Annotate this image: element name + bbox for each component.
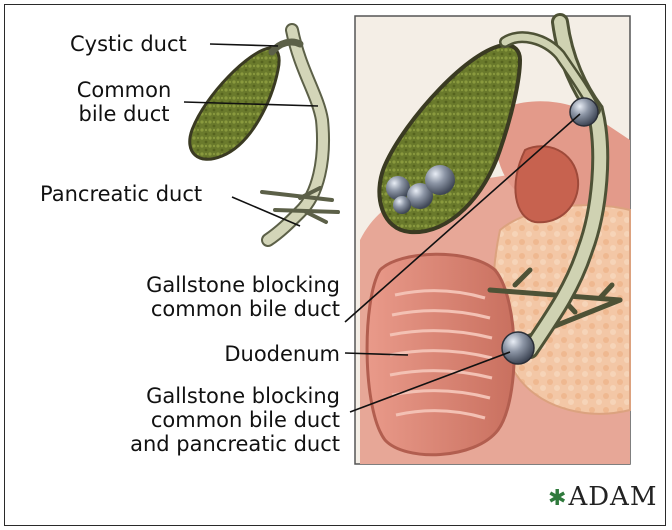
- label-gallstone-both-line2: common bile duct: [80, 408, 340, 433]
- gallstone-ampulla: [502, 332, 534, 364]
- label-gallstone-cbd-line2: common bile duct: [100, 297, 340, 322]
- label-gallstone-both-line1: Gallstone blocking: [80, 384, 340, 409]
- label-gallstone-both-line3: and pancreatic duct: [80, 432, 340, 457]
- adam-logo-mark-icon: ✱: [548, 486, 567, 511]
- adam-logo: ✱ADAM: [548, 482, 657, 512]
- label-pancreatic-duct: Pancreatic duct: [40, 182, 202, 207]
- label-common-bile-duct-line1: Common: [64, 78, 184, 103]
- label-gallstone-cbd-line1: Gallstone blocking: [100, 273, 340, 298]
- label-common-bile-duct-line2: bile duct: [64, 102, 184, 127]
- label-cystic-duct: Cystic duct: [70, 32, 187, 57]
- adam-logo-text: ADAM: [568, 482, 657, 512]
- large-illustration: [355, 16, 630, 464]
- gallstone-common-bile-duct: [570, 98, 598, 126]
- label-duodenum: Duodenum: [160, 342, 340, 367]
- small-illustration: [190, 30, 338, 240]
- leader-cystic-duct: [210, 44, 278, 46]
